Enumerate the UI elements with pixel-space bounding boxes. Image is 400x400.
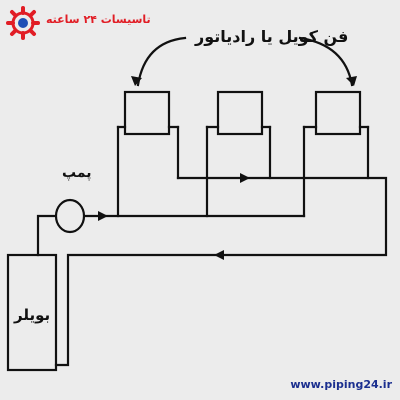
- return-header: [54, 176, 388, 367]
- diagram-title: فن کویل یا رادیاتور: [195, 27, 349, 46]
- flow-arrow-icon: [214, 250, 224, 260]
- label-arrow-left-head: [131, 76, 142, 86]
- website-link[interactable]: www.piping24.ir: [290, 378, 392, 391]
- radiator-3: [314, 90, 362, 136]
- label-arrow-right-head: [346, 76, 357, 86]
- boiler-to-pump-pipe: [36, 214, 57, 257]
- logo-text: تاسیسات ۲۴ ساعته: [46, 13, 151, 26]
- label-arrow-left: [136, 36, 187, 87]
- radiator-2: [216, 90, 264, 136]
- flow-arrow-icon: [98, 211, 108, 221]
- flow-arrow-icon: [240, 173, 250, 183]
- pump-icon: [54, 198, 86, 234]
- boiler-label: بویلر: [14, 306, 51, 324]
- radiator-1: [123, 90, 171, 136]
- logo: تاسیسات ۲۴ ساعته: [6, 6, 151, 42]
- pump-label: پمپ: [62, 165, 92, 181]
- gear-logo-icon: [6, 6, 40, 40]
- boiler: [6, 253, 58, 372]
